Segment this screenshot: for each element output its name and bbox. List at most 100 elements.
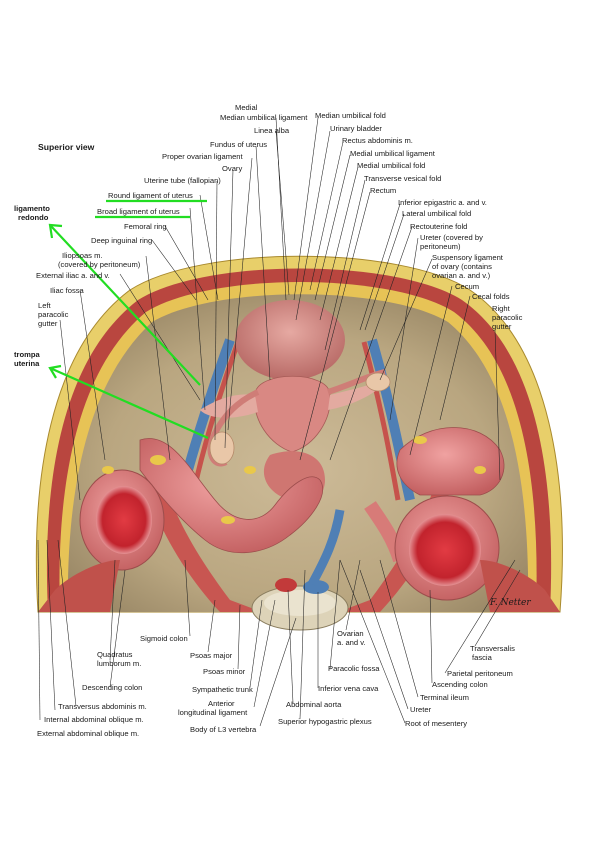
label-ovarian-av-1: Ovarian — [337, 629, 364, 638]
label-median-umbilical-ligament-2: Median umbilical ligament — [220, 113, 308, 122]
urinary-bladder — [235, 300, 345, 380]
label-lateral-umbilical-fold: Lateral umbilical fold — [402, 209, 471, 218]
leader — [287, 589, 294, 704]
leader — [299, 191, 371, 461]
label-external-iliac: External iliac a. and v. — [36, 271, 110, 280]
leader — [151, 239, 197, 301]
label-left-paracolic-2: paracolic — [38, 310, 69, 319]
leader — [345, 559, 361, 631]
note-ligamento-2: redondo — [18, 213, 49, 222]
fat-spot — [150, 455, 166, 465]
label-suspensory-ligament: Suspensory ligament — [432, 253, 504, 262]
leader — [207, 599, 216, 653]
leader — [324, 179, 366, 351]
leader — [224, 169, 234, 449]
fat-spot — [413, 436, 427, 444]
label-parietal-peritoneum: Parietal peritoneum — [447, 669, 513, 678]
leader — [379, 559, 419, 698]
leader — [293, 117, 319, 301]
leader — [79, 289, 106, 461]
label-medial-umbilical-ligament: Medial umbilical ligament — [350, 149, 436, 158]
label-body-l3: Body of L3 vertebra — [190, 725, 257, 734]
label-anterior-longitudinal-2: longitudinal ligament — [178, 708, 248, 717]
ivc-course — [308, 509, 345, 587]
label-proper-ovarian-ligament: Proper ovarian ligament — [162, 152, 244, 161]
arrow-ligamento-shaft — [49, 224, 201, 386]
label-median-umbilical-ligament: Medial — [235, 103, 258, 112]
label-right-paracolic-2: paracolic — [492, 313, 523, 322]
label-median-umbilical-fold: Median umbilical fold — [315, 111, 386, 120]
label-broad-ligament: Broad ligament of uterus — [97, 207, 180, 216]
label-linea-alba: Linea alba — [254, 126, 290, 135]
note-ligamento-1: ligamento — [14, 204, 50, 213]
label-ovarian-av-2: a. and v. — [337, 638, 366, 647]
arrow-trompa-head — [48, 364, 62, 379]
leader — [389, 237, 419, 421]
leader — [46, 539, 56, 711]
uterus — [254, 375, 331, 453]
leader — [299, 569, 306, 720]
leader — [329, 226, 413, 461]
label-root-of-mesentery: Root of mesentery — [405, 719, 467, 728]
note-trompa-2: uterina — [14, 359, 40, 368]
label-rectus-abdominis: Rectus abdominis m. — [342, 136, 413, 145]
ascending-colon-group — [394, 427, 505, 601]
label-fundus-of-uterus: Fundus of uterus — [210, 140, 267, 149]
leader — [359, 203, 401, 331]
leader — [314, 154, 351, 301]
label-sympathetic-trunk: Sympathetic trunk — [192, 685, 253, 694]
leader — [309, 141, 344, 291]
leader — [439, 295, 471, 421]
aorta — [275, 578, 297, 592]
label-deep-inguinal-ring: Deep inguinal ring — [91, 236, 152, 245]
label-right-paracolic-1: Right — [492, 304, 511, 313]
label-ascending-colon: Ascending colon — [432, 680, 488, 689]
artist-signature: F. Netter — [489, 598, 531, 608]
arrow-trompa-shaft — [49, 366, 209, 440]
leader — [189, 207, 206, 411]
label-inferior-epigastric: Inferior epigastric a. and v. — [398, 198, 487, 207]
label-ovary: Ovary — [222, 164, 242, 173]
leader — [429, 589, 433, 684]
label-femoral-ring: Femoral ring — [124, 222, 167, 231]
leader — [474, 569, 521, 647]
label-paracolic-fossa: Paracolic fossa — [328, 664, 380, 673]
label-anterior-longitudinal-1: Anterior — [208, 699, 235, 708]
label-left-paracolic-1: Left — [38, 301, 52, 310]
leader — [184, 559, 191, 637]
leader — [494, 329, 501, 481]
fat-deposits — [102, 436, 486, 524]
leader — [37, 539, 41, 721]
sigmoid-colon — [139, 438, 323, 554]
leader — [275, 117, 287, 301]
leader — [253, 599, 276, 708]
labels: Superior view Medial Median umbilical li… — [14, 103, 531, 738]
leader — [145, 255, 171, 461]
right-ovary — [365, 372, 391, 392]
label-right-paracolic-3: gutter — [492, 322, 512, 331]
leader — [57, 539, 77, 707]
leader — [227, 157, 253, 431]
label-ureter: Ureter — [410, 705, 432, 714]
leader — [59, 319, 81, 501]
leader — [109, 569, 126, 688]
left-ovary — [209, 431, 235, 465]
leader — [119, 273, 201, 401]
label-transversalis-1: Transversalis — [470, 644, 515, 653]
label-cecal-folds: Cecal folds — [472, 292, 510, 301]
label-superior-hypogastric: Superior hypogastric plexus — [278, 717, 372, 726]
leader — [199, 194, 219, 301]
leader — [214, 180, 218, 441]
label-abdominal-aorta: Abdominal aorta — [286, 700, 342, 709]
cecum — [396, 427, 505, 496]
ascending-colon-lumen — [409, 514, 481, 586]
leader — [359, 569, 409, 710]
right-external-iliac-artery — [361, 341, 401, 501]
label-round-ligament: Round ligament of uterus — [108, 191, 193, 200]
label-urinary-bladder: Urinary bladder — [330, 124, 382, 133]
label-ureter-covered-sub: peritoneum) — [420, 242, 461, 251]
leader — [339, 559, 406, 724]
label-inferior-vena-cava: Inferior vena cava — [318, 684, 379, 693]
fat-spot — [474, 466, 486, 474]
